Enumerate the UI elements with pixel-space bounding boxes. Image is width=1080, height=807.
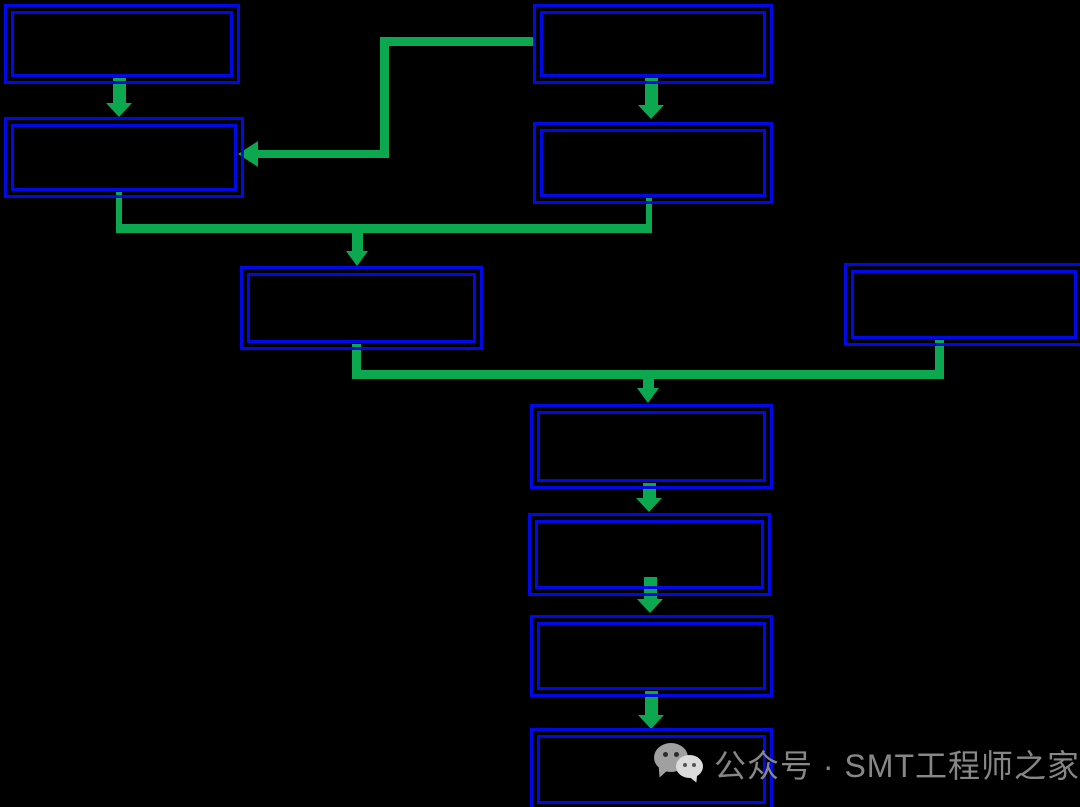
flow-box-inner-frame [11,124,237,191]
flow-box-inner-frame [851,270,1077,339]
flow-box-top-right [533,4,773,84]
flow-box-left-2 [4,117,244,198]
flow-box-middle [240,266,483,350]
flow-box-center-1 [530,404,773,489]
flow-box-center-3 [530,615,773,697]
flow-box-inner-frame [537,622,766,690]
wechat-icon [652,740,706,788]
flow-box-inner-frame [537,735,766,804]
flow-box-center-2 [528,513,771,596]
flow-box-top-left [4,4,240,84]
flow-box-inner-frame [537,411,766,482]
flow-box-inner-frame [535,520,764,589]
flow-box-inner-frame [540,129,766,197]
watermark: 公众号 · SMT工程师之家 [652,740,1080,788]
flow-box-inner-frame [11,11,233,77]
flow-box-inner-frame [540,11,766,77]
flow-box-right-2 [533,122,773,204]
flow-box-inner-frame [247,273,476,343]
watermark-label: 公众号 · SMT工程师之家 [714,748,1080,784]
flow-box-center-4 [530,728,773,807]
flow-box-side-right [844,263,1080,346]
